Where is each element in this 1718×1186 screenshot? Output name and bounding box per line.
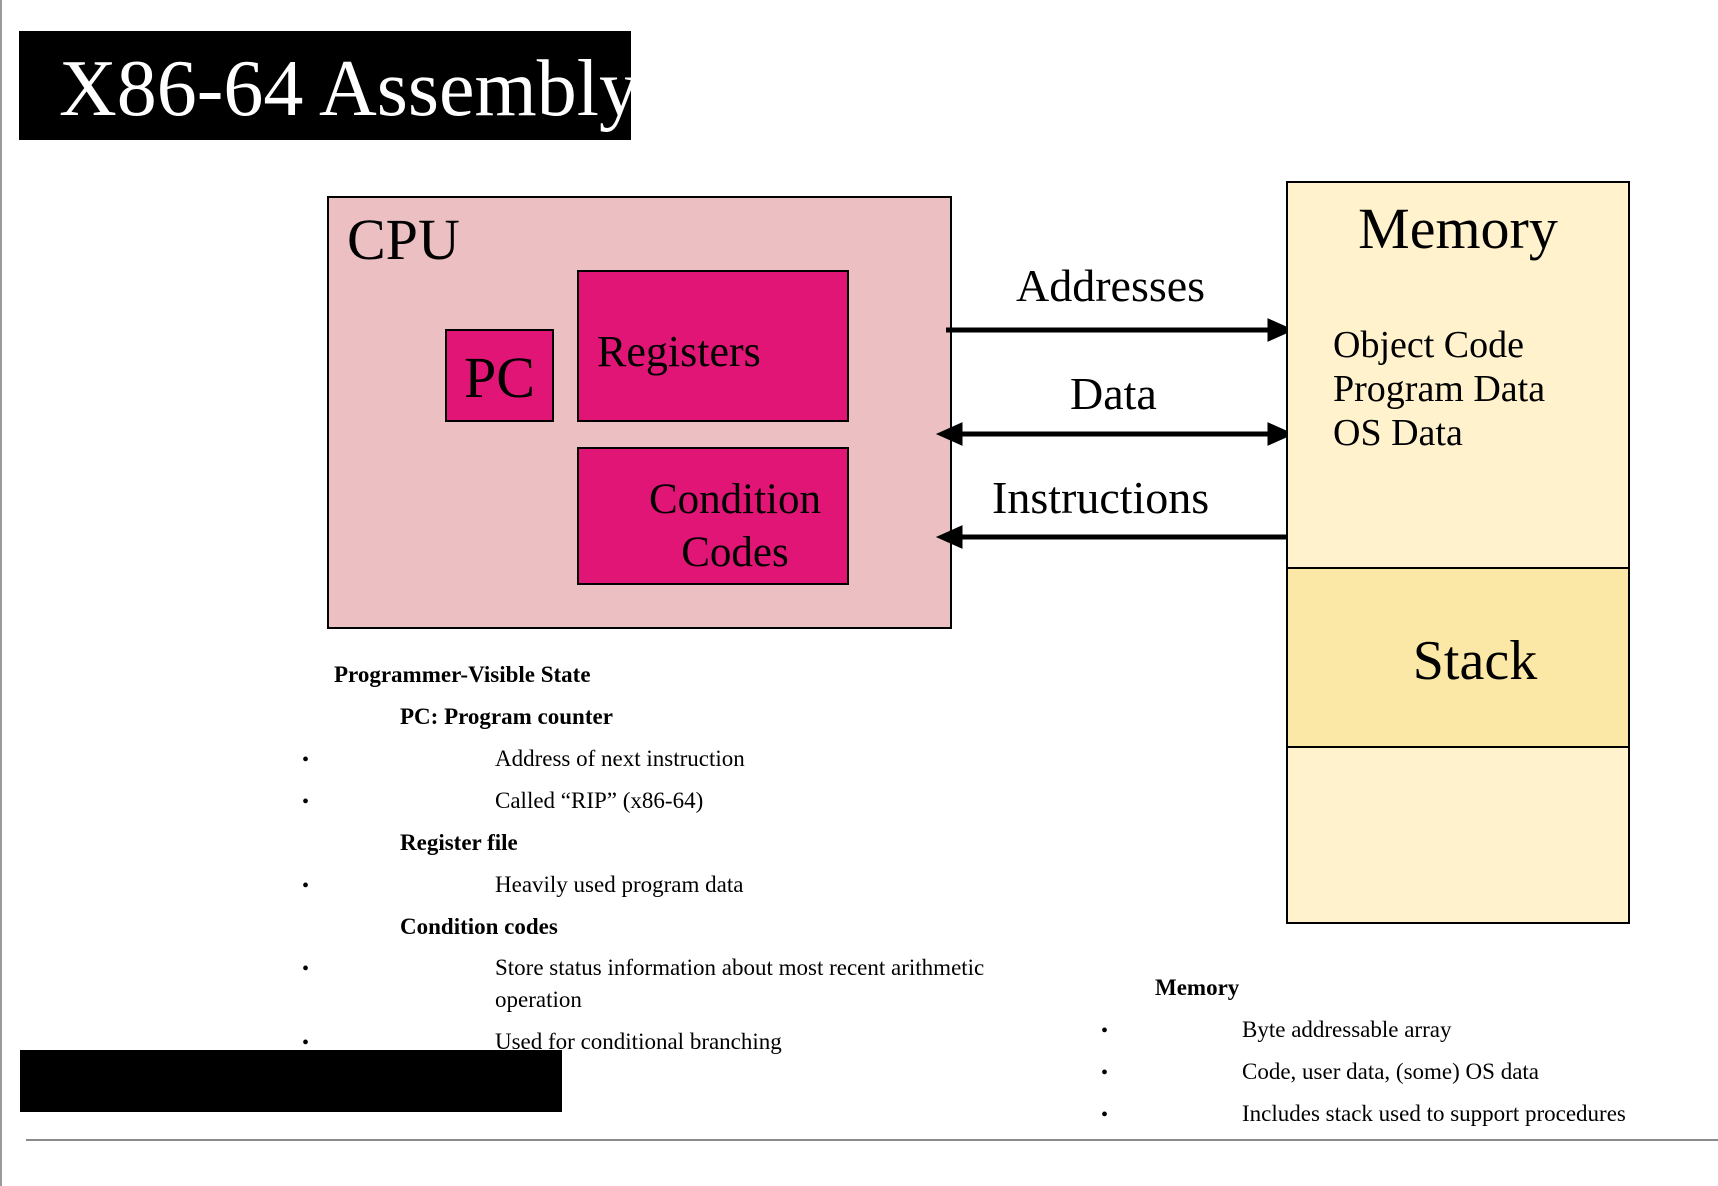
bullet-dot: • xyxy=(302,875,310,897)
memory-bottom-region xyxy=(1288,748,1628,922)
bullet-text: Address of next instruction xyxy=(495,746,745,771)
section-title-pc: PC: Program counter xyxy=(400,704,613,729)
condition-codes-label: Condition Codes xyxy=(579,473,847,579)
bullet-dot: • xyxy=(1101,1104,1109,1126)
instructions-arrowhead xyxy=(935,525,963,549)
notes-heading: Programmer-Visible State xyxy=(334,662,591,687)
bullet-text: Includes stack used to support procedure… xyxy=(1242,1101,1626,1126)
stack-region: Stack xyxy=(1288,567,1628,748)
memory-title: Memory xyxy=(1358,196,1558,261)
bullet-text: Called “RIP” (x86-64) xyxy=(495,788,704,813)
memory-content-item: Object Code xyxy=(1333,324,1525,366)
slide-title: X86-64 Assembly xyxy=(59,45,631,133)
bullet-text: Used for conditional branching xyxy=(495,1029,782,1054)
pc-label: PC xyxy=(464,345,535,410)
data-arrowhead-right xyxy=(1267,422,1295,446)
stack-label: Stack xyxy=(1412,630,1538,692)
bullet-dot: • xyxy=(302,1032,310,1054)
title-bar: X86-64 Assembly xyxy=(19,31,631,140)
bullet-dot: • xyxy=(302,749,310,771)
bullet-dot: • xyxy=(302,958,310,980)
redaction-bar xyxy=(20,1050,562,1112)
condition-codes-box: Condition Codes xyxy=(577,447,849,585)
bullet-text: Store status information about most rece… xyxy=(495,955,985,980)
memory-notes-title: Memory xyxy=(1155,975,1240,1000)
section-title-condition-codes: Condition codes xyxy=(400,914,558,939)
instructions-label: Instructions xyxy=(992,472,1210,523)
bullet-text: Code, user data, (some) OS data xyxy=(1242,1059,1540,1084)
condition-codes-line-1: Condition xyxy=(648,476,822,523)
section-title-register-file: Register file xyxy=(400,830,518,855)
memory-top-region: Memory Object Code Program Data OS Data xyxy=(1288,183,1628,567)
data-arrowhead-left xyxy=(935,422,963,446)
bullet-text-continuation: operation xyxy=(495,987,582,1012)
registers-label: Registers xyxy=(597,327,761,376)
cpu-label: CPU xyxy=(347,207,460,272)
condition-codes-line-2: Codes xyxy=(681,529,789,576)
bottom-divider xyxy=(26,1139,1718,1141)
memory-content-item: OS Data xyxy=(1333,412,1463,454)
pc-box: PC xyxy=(445,329,554,422)
left-border-line xyxy=(0,0,2,1186)
addresses-arrowhead xyxy=(1267,318,1295,342)
bullet-text: Heavily used program data xyxy=(495,872,744,897)
bullet-dot: • xyxy=(1101,1020,1109,1042)
memory-contents: Object Code Program Data OS Data xyxy=(1333,323,1545,455)
bullet-dot: • xyxy=(302,791,310,813)
addresses-label: Addresses xyxy=(1016,260,1206,311)
memory-content-item: Program Data xyxy=(1333,368,1546,410)
bullet-text: Byte addressable array xyxy=(1242,1017,1452,1042)
memory-box: Memory Object Code Program Data OS Data … xyxy=(1286,181,1630,924)
registers-box: Registers xyxy=(577,270,849,422)
bullet-dot: • xyxy=(1101,1062,1109,1084)
data-label: Data xyxy=(1070,368,1157,419)
